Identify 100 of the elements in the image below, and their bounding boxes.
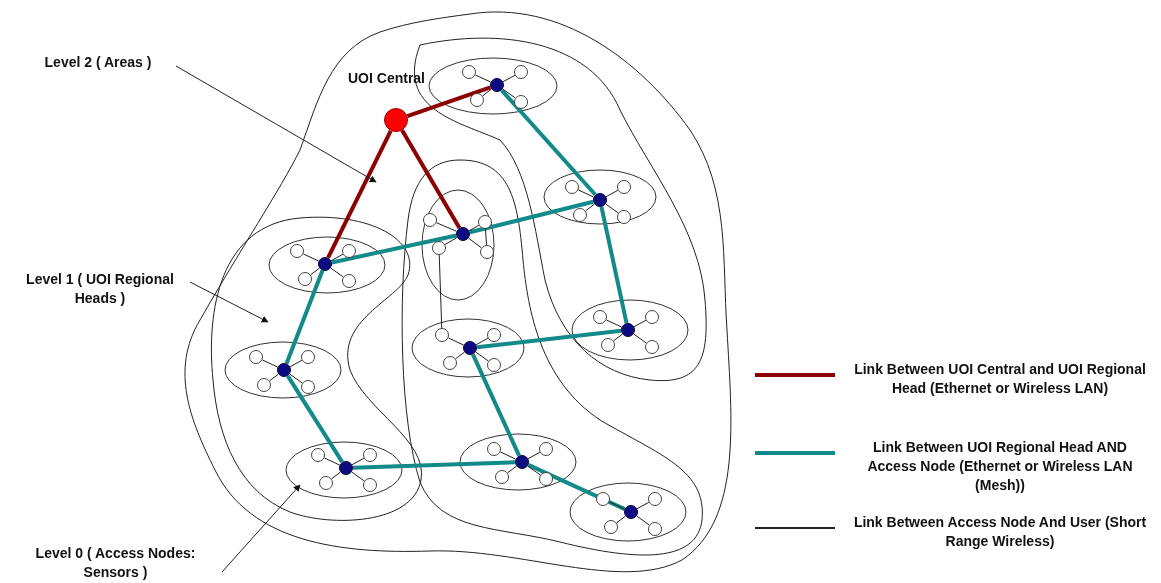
backbone-link (326, 129, 393, 259)
user-link (636, 515, 650, 526)
user-link (289, 373, 303, 384)
user-link (351, 471, 365, 482)
user-node (363, 478, 377, 492)
user-link (269, 373, 279, 382)
user-link (484, 228, 488, 246)
backbone-link (352, 460, 516, 470)
user-link (507, 465, 517, 474)
user-link (310, 267, 320, 276)
user-node (565, 180, 579, 194)
user-link (444, 237, 458, 245)
access-node (277, 363, 291, 377)
cluster-ellipse (268, 236, 386, 294)
user-node (290, 244, 304, 258)
user-node (443, 356, 457, 370)
user-node (648, 522, 662, 536)
user-link (330, 267, 344, 278)
user-link (585, 203, 595, 212)
user-node (470, 93, 484, 107)
user-link (475, 337, 489, 346)
user-link (330, 253, 344, 262)
user-link (527, 465, 541, 476)
user-node (487, 442, 501, 456)
user-node (319, 476, 333, 490)
user-link (608, 501, 626, 510)
user-node (301, 380, 315, 394)
access-node (624, 505, 638, 519)
user-link (633, 333, 647, 344)
backbone-link (469, 199, 594, 235)
cluster-ellipse (285, 441, 403, 499)
access-node (463, 341, 477, 355)
access-node (490, 78, 504, 92)
node-caption: UOI Central (348, 69, 425, 88)
user-link (474, 74, 492, 83)
leader-line (221, 484, 301, 573)
access-node (456, 227, 470, 241)
cluster-ellipse (428, 57, 558, 115)
user-link (302, 253, 320, 262)
leader-line (189, 281, 269, 323)
legend-text: Link Between UOI Central and UOI Regional Head (Ethernet or Wireless LAN) (853, 360, 1147, 398)
user-link (605, 189, 619, 198)
user-node (462, 65, 476, 79)
user-link (605, 203, 619, 214)
user-node (480, 245, 494, 259)
central-node (384, 108, 408, 132)
user-link (482, 88, 492, 97)
user-node (645, 340, 659, 354)
user-node (301, 350, 315, 364)
user-link (502, 74, 516, 83)
access-node (515, 455, 529, 469)
user-node (423, 213, 437, 227)
backbone-link (599, 206, 629, 324)
user-link (616, 515, 626, 524)
user-link (261, 359, 279, 368)
leader-line (175, 65, 377, 183)
user-link (289, 359, 303, 368)
user-node (593, 310, 607, 324)
user-link (331, 471, 341, 480)
user-node (495, 470, 509, 484)
backbone-link (527, 463, 626, 511)
user-node (249, 350, 263, 364)
user-link (605, 319, 623, 328)
level-label: Level 0 ( Access Nodes: Sensors ) (8, 544, 223, 582)
user-link (468, 224, 480, 232)
cluster-ellipse (421, 189, 495, 301)
user-node (342, 244, 356, 258)
user-node (298, 272, 312, 286)
user-node (601, 338, 615, 352)
user-node (514, 95, 528, 109)
access-node (318, 257, 332, 271)
access-node (621, 323, 635, 337)
user-link (455, 351, 465, 360)
user-node (432, 241, 446, 255)
user-node (539, 442, 553, 456)
user-link (351, 457, 365, 466)
access-node (593, 193, 607, 207)
cluster-ellipse (459, 433, 577, 491)
user-link (447, 337, 465, 346)
user-link (435, 222, 458, 232)
legend-text: Link Between UOI Regional Head AND Access Node (Ethernet or Wireless LAN (Mesh)) (866, 438, 1134, 495)
backbone-link (284, 269, 325, 365)
user-node (645, 310, 659, 324)
user-link (502, 88, 516, 99)
user-link (438, 254, 443, 329)
user-node (487, 358, 501, 372)
user-link (475, 351, 489, 362)
level-label: Level 2 ( Areas ) (18, 53, 178, 73)
user-node (617, 180, 631, 194)
backbone-link (476, 328, 622, 350)
backbone-link (500, 88, 597, 197)
user-node (573, 208, 587, 222)
user-node (514, 65, 528, 79)
user-node (617, 210, 631, 224)
user-link (499, 451, 517, 460)
user-node (604, 520, 618, 534)
cluster-ellipse (411, 318, 525, 378)
user-link (468, 237, 482, 249)
user-node (487, 328, 501, 342)
user-node (539, 472, 553, 486)
